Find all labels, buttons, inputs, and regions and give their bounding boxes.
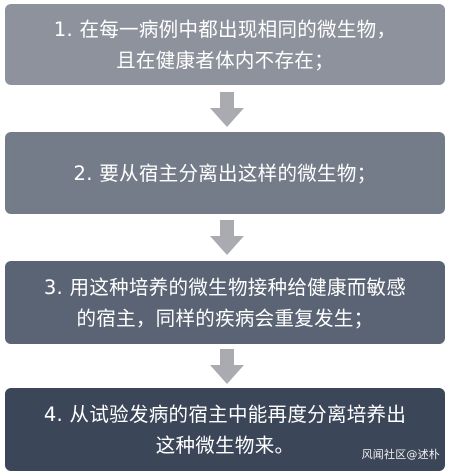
down-arrow-icon	[210, 220, 244, 255]
step-box-4: 4. 从试验发病的宿主中能再度分离培养出 这种微生物来。	[5, 388, 445, 471]
step-1-line-1: 1. 在每一病例中都出现相同的微生物，	[53, 17, 397, 41]
step-box-3: 3. 用这种培养的微生物接种给健康而敏感 的宿主，同样的疾病会重复发生；	[5, 261, 445, 344]
step-1-line-2: 且在健康者体内不存在；	[116, 48, 334, 72]
step-3-line-1: 3. 用这种培养的微生物接种给健康而敏感	[43, 275, 407, 299]
watermark: 风闻社区@述朴	[361, 448, 440, 461]
step-4-line-2: 这种微生物来。	[155, 433, 295, 457]
step-text-3: 3. 用这种培养的微生物接种给健康而敏感 的宿主，同样的疾病会重复发生；	[44, 272, 406, 334]
down-arrow-icon	[210, 92, 244, 127]
down-arrow-icon	[210, 349, 244, 384]
step-box-2: 2. 要从宿主分离出这样的微生物；	[5, 132, 445, 214]
step-3-line-2: 的宿主，同样的疾病会重复发生；	[76, 306, 374, 330]
step-4-line-1: 4. 从试验发病的宿主中能再度分离培养出	[43, 402, 407, 426]
step-text-1: 1. 在每一病例中都出现相同的微生物， 且在健康者体内不存在；	[54, 14, 397, 76]
step-text-2: 2. 要从宿主分离出这样的微生物；	[74, 158, 377, 189]
step-box-1: 1. 在每一病例中都出现相同的微生物， 且在健康者体内不存在；	[5, 4, 445, 85]
step-2-line-1: 2. 要从宿主分离出这样的微生物；	[73, 161, 377, 185]
step-text-4: 4. 从试验发病的宿主中能再度分离培养出 这种微生物来。	[44, 399, 406, 461]
